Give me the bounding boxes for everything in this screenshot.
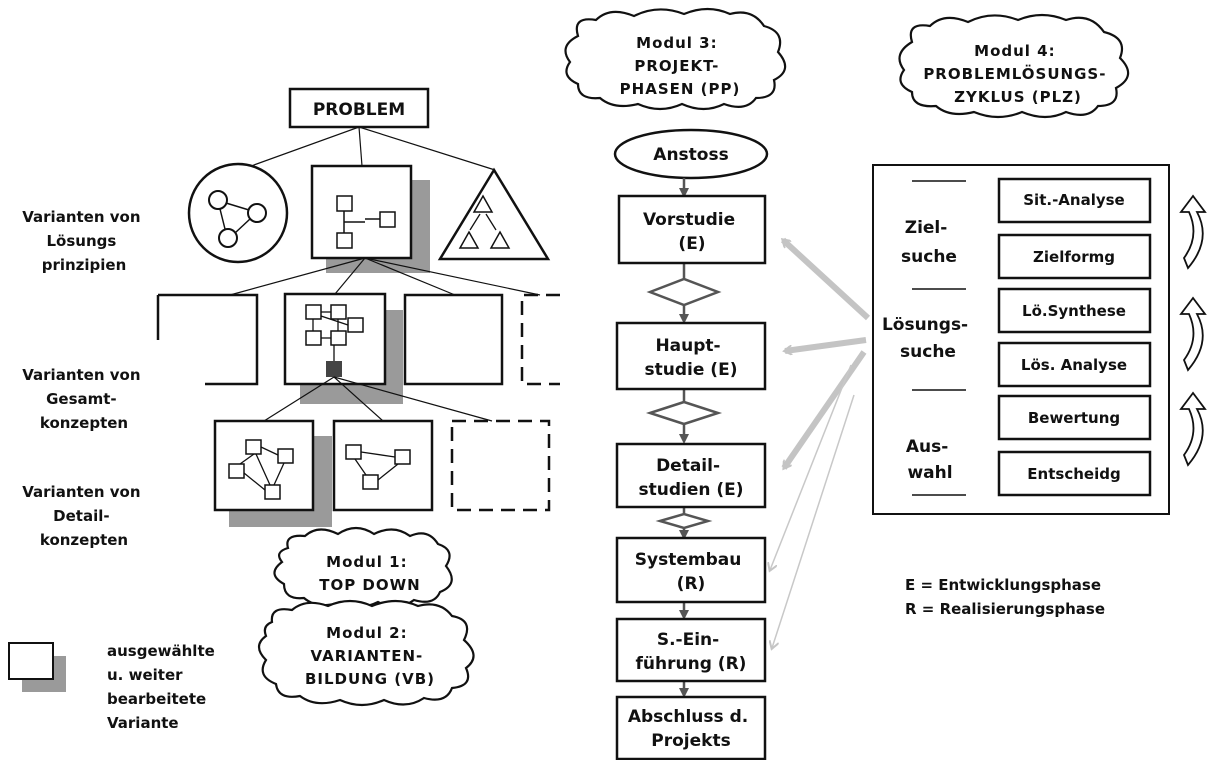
principle-circle-variant [187,162,289,264]
svg-text:Systembau (R): Systembau (R) [635,550,747,594]
principle-triangle-variant [437,167,551,261]
concept-variant-partial [156,293,259,386]
row-labels: Varianten von Lösungs prinzipien Variant… [22,208,146,549]
concept-variant-selected [283,292,403,404]
legend-r: R = Realisierungsphase [905,600,1105,618]
decision-diamond-2 [645,400,723,426]
svg-text:Abschluss d. Projekts: Abschluss d. Projekts [628,707,754,751]
legend-text: ausgewählte u. weiter bearbeitete Varian… [107,642,220,732]
row-label-principles: Varianten von Lösungs prinzipien [22,208,146,274]
phase-hauptstudie: Haupt- studie (E) [615,321,767,391]
svg-text:Vorstudie (E): Vorstudie (E) [643,210,741,254]
decision-diamonds [645,277,723,530]
feedback-arrow-icon-1 [1179,194,1207,270]
concept-variant-plain [403,293,504,386]
phase-legend: E = Entwicklungsphase R = Realisierungsp… [905,576,1105,618]
svg-text:Modul 2: VARIANTEN-: Modul 2: VARIANTEN- BILDUNG (VB) [305,624,435,688]
step-zielformg: Zielformg [1033,248,1115,266]
concept-variant-dashed [520,293,560,386]
svg-text:Modul 1: TOP DOWN: Modul 1: TOP DOWN [319,553,421,594]
problem-label: PROBLEM [313,100,405,120]
module-2-cloud: Modul 2: VARIANTEN- BILDUNG (VB) [257,599,475,707]
decision-diamond-1 [646,277,722,307]
phase-systembau: Systembau (R) [615,536,767,604]
top-down-tree: PROBLEM [156,87,560,527]
step-sit-analyse: Sit.-Analyse [1023,191,1124,209]
phase-start: Anstoss [613,128,769,180]
phase-boxes: Vorstudie (E) Haupt- studie (E) Detail- … [615,194,767,760]
module-4-cloud: Modul 4: PROBLEMLÖSUNGS- ZYKLUS (PLZ) [898,13,1130,119]
step-loe-synthese: Lö.Synthese [1022,302,1126,320]
decision-diamond-3 [655,512,713,530]
svg-text:S.-Ein- führung (R): S.-Ein- führung (R) [636,630,747,674]
module-3-cloud: Modul 3: PROJEKT- PHASEN (PP) [564,7,787,111]
row-label-details: Varianten von Detail- konzepten [22,483,146,549]
phase-einfuehrung: S.-Ein- führung (R) [615,617,767,683]
step-loes-analyse: Lös. Analyse [1021,356,1127,374]
svg-text:Haupt- studie (E): Haupt- studie (E) [645,336,738,380]
feedback-arrow-icon-3 [1179,391,1207,467]
step-bewertung: Bewertung [1028,409,1120,427]
detail-variant-plain [332,419,434,512]
phase-vorstudie: Vorstudie (E) [617,194,767,265]
feedback-arrow-icon-2 [1179,296,1207,372]
cycle-to-phase-arrows [770,237,871,648]
group-zielsuche: Ziel- suche [901,218,957,267]
svg-text:Modul 4: PROBLEMLÖSUNGS-: Modul 4: PROBLEMLÖSUNGS- ZYKLUS (PLZ) [923,42,1112,106]
group-loesungssuche: Lösungs- suche [882,315,974,362]
legend-selected-variant: ausgewählte u. weiter bearbeitete Varian… [8,642,220,732]
svg-text:Anstoss: Anstoss [653,145,728,165]
legend-e: E = Entwicklungsphase [905,576,1101,594]
detail-variant-selected [213,419,332,527]
feedback-arrows [1179,194,1207,467]
svg-text:Modul 3: PROJEKT-: Modul 3: PROJEKT- PHASEN (PP) [620,34,741,98]
module-1-cloud: Modul 1: TOP DOWN [273,526,453,609]
phase-detailstudien: Detail- studien (E) [615,442,767,509]
principle-square-variant-selected [310,164,430,273]
phase-abschluss: Abschluss d. Projekts [615,695,767,760]
group-auswahl: Aus- wahl [906,437,954,483]
svg-text:Detail- studien (E): Detail- studien (E) [638,456,743,500]
problem-solving-cycle: Ziel- suche Lösungs- suche Aus- wahl Sit… [872,164,1170,515]
step-entscheidg: Entscheidg [1027,465,1120,483]
detail-variant-dashed [450,419,551,512]
row-label-concepts: Varianten von Gesamt- konzepten [22,366,146,432]
